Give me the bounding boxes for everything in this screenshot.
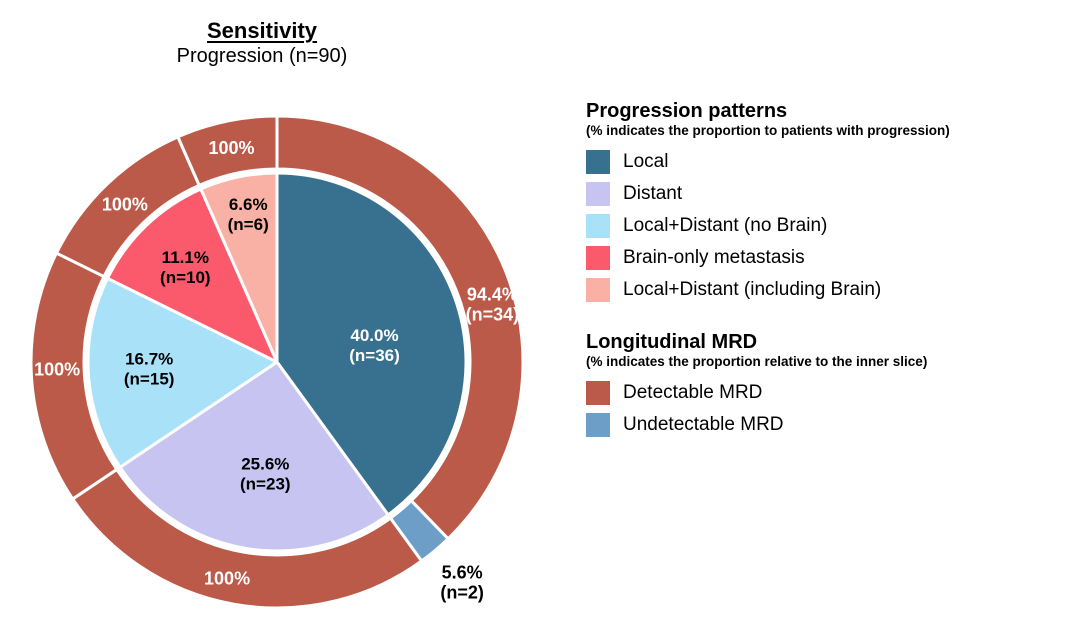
legend-item-label: Undetectable MRD bbox=[623, 414, 784, 435]
legend-section-note: (% indicates the proportion to patients … bbox=[586, 123, 950, 138]
legend-item-label: Detectable MRD bbox=[623, 382, 763, 403]
outer-segment-detectable-mrd-of-local bbox=[275, 114, 525, 541]
legend-item-label: Brain-only metastasis bbox=[623, 247, 805, 268]
legend-swatch-undetectable-mrd bbox=[586, 413, 610, 437]
legend-item-detectable-mrd: Detectable MRD bbox=[586, 377, 1066, 409]
legend-item-label: Local+Distant (including Brain) bbox=[623, 279, 882, 300]
legend-item-local-distant-including-brain: Local+Distant (including Brain) bbox=[586, 274, 1066, 306]
label-detectable-mrd-4: 100% bbox=[102, 194, 148, 214]
chart-subtitle: Progression (n=90) bbox=[176, 45, 348, 68]
pie-slice-distant bbox=[118, 360, 390, 553]
label-detectable-mrd-0: 94.4%(n=34) bbox=[466, 284, 520, 324]
pie-slice-brain-only-metastasis bbox=[106, 187, 279, 364]
pie-slice-local-distant-no-brain bbox=[86, 276, 279, 469]
chart-title: Sensitivity bbox=[206, 18, 318, 43]
label-local-distant-no-brain: 16.7%(n=15) bbox=[124, 350, 175, 389]
legend-item-undetectable-mrd: Undetectable MRD bbox=[586, 409, 1066, 441]
label-local-distant-including-brain: 6.6%(n=6) bbox=[228, 195, 269, 234]
legend-swatch-brain-only-metastasis bbox=[586, 246, 610, 270]
legend-section-title: Progression patterns bbox=[586, 100, 788, 122]
legend-section-note: (% indicates the proportion relative to … bbox=[586, 354, 928, 369]
chart-title-block: Sensitivity Progression (n=90) bbox=[0, 18, 524, 68]
label-undetectable-mrd-1: 5.6%(n=2) bbox=[440, 563, 484, 603]
legend-swatch-detectable-mrd bbox=[586, 381, 610, 405]
legend-item-label: Local bbox=[623, 151, 669, 172]
pie-slice-local-distant-including-brain bbox=[199, 171, 279, 364]
outer-segment-detectable-mrd-of-local-distant-including-brain bbox=[176, 114, 279, 187]
legend-swatch-local-distant-including-brain bbox=[586, 278, 610, 302]
label-detectable-mrd-2: 100% bbox=[204, 568, 250, 588]
label-distant: 25.6%(n=23) bbox=[240, 454, 291, 493]
label-detectable-mrd-5: 100% bbox=[208, 138, 254, 158]
label-detectable-mrd-3: 100% bbox=[34, 360, 80, 380]
nested-pie-chart: 94.4%(n=34) 5.6%(n=2) 100% 100% 100% 100% 40.0… bbox=[29, 114, 525, 610]
legend-item-label: Local+Distant (no Brain) bbox=[623, 215, 828, 236]
legend-item-brain-only-metastasis: Brain-only metastasis bbox=[586, 242, 1066, 274]
legend-item-local: Local bbox=[586, 146, 1066, 178]
label-brain-only-metastasis: 11.1%(n=10) bbox=[160, 248, 211, 287]
legend-swatch-local-distant-no-brain bbox=[586, 214, 610, 238]
legend-swatch-distant bbox=[586, 182, 610, 206]
legend-section-longitudinal-mrd: Longitudinal MRD(% indicates the proport… bbox=[586, 330, 1066, 441]
legend-section-progression-patterns: Progression patterns(% indicates the pro… bbox=[586, 99, 1066, 306]
legend: Progression patterns(% indicates the pro… bbox=[586, 99, 1066, 465]
legend-section-title: Longitudinal MRD bbox=[586, 331, 758, 353]
legend-swatch-local bbox=[586, 150, 610, 174]
pie-slice-local bbox=[275, 171, 468, 517]
label-local: 40.0%(n=36) bbox=[349, 326, 400, 365]
legend-item-distant: Distant bbox=[586, 178, 1066, 210]
legend-item-local-distant-no-brain: Local+Distant (no Brain) bbox=[586, 210, 1066, 242]
legend-item-label: Distant bbox=[623, 183, 683, 204]
